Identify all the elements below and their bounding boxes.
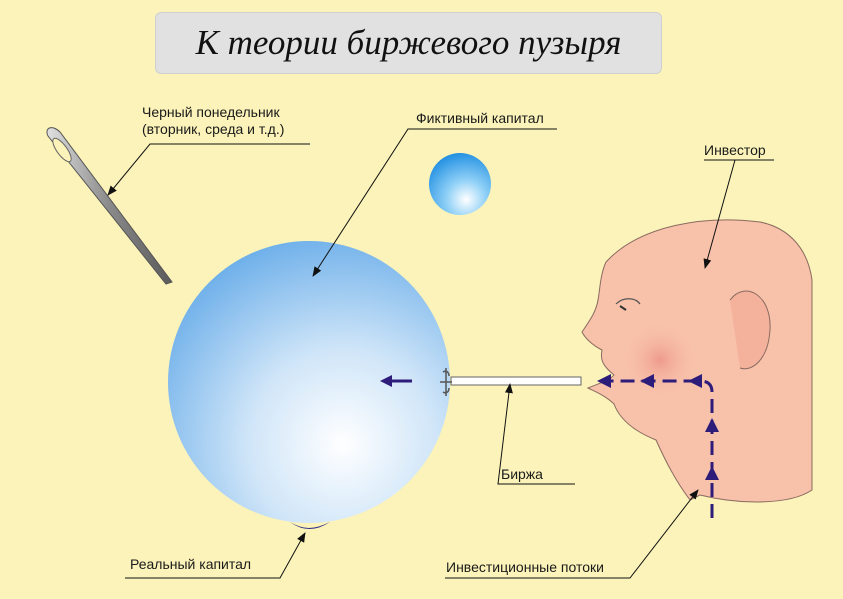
- title-box: К теории биржевого пузыря: [155, 12, 662, 74]
- label-black-monday-line2: (вторник, среда и т.д.): [142, 121, 285, 137]
- leader-exchange: [497, 383, 575, 485]
- leader-investor: [703, 159, 774, 269]
- label-black-monday-line1: Черный понедельник: [142, 104, 280, 120]
- label-black-monday: Черный понедельник (вторник, среда и т.д…: [142, 104, 284, 138]
- label-fictitious-capital: Фиктивный капитал: [416, 110, 544, 126]
- leader-fictitious: [312, 128, 557, 277]
- flow-arrows: [380, 374, 719, 518]
- small-bubble: [429, 153, 491, 215]
- label-investment-flows: Инвестиционные потоки: [446, 559, 604, 575]
- label-investor: Инвестор: [704, 142, 766, 158]
- diagram-title: К теории биржевого пузыря: [195, 23, 622, 62]
- label-exchange: Биржа: [501, 466, 543, 482]
- label-real-capital: Реальный капитал: [130, 556, 252, 572]
- leader-black-monday: [107, 143, 310, 196]
- exchange-tube: [440, 368, 582, 396]
- bubble-knot: [290, 522, 330, 529]
- needle-icon: [46, 127, 173, 285]
- leader-investment-flows: [445, 489, 699, 579]
- leader-real-capital: [125, 532, 306, 579]
- investor-head: [581, 219, 813, 503]
- big-bubble: [168, 241, 450, 529]
